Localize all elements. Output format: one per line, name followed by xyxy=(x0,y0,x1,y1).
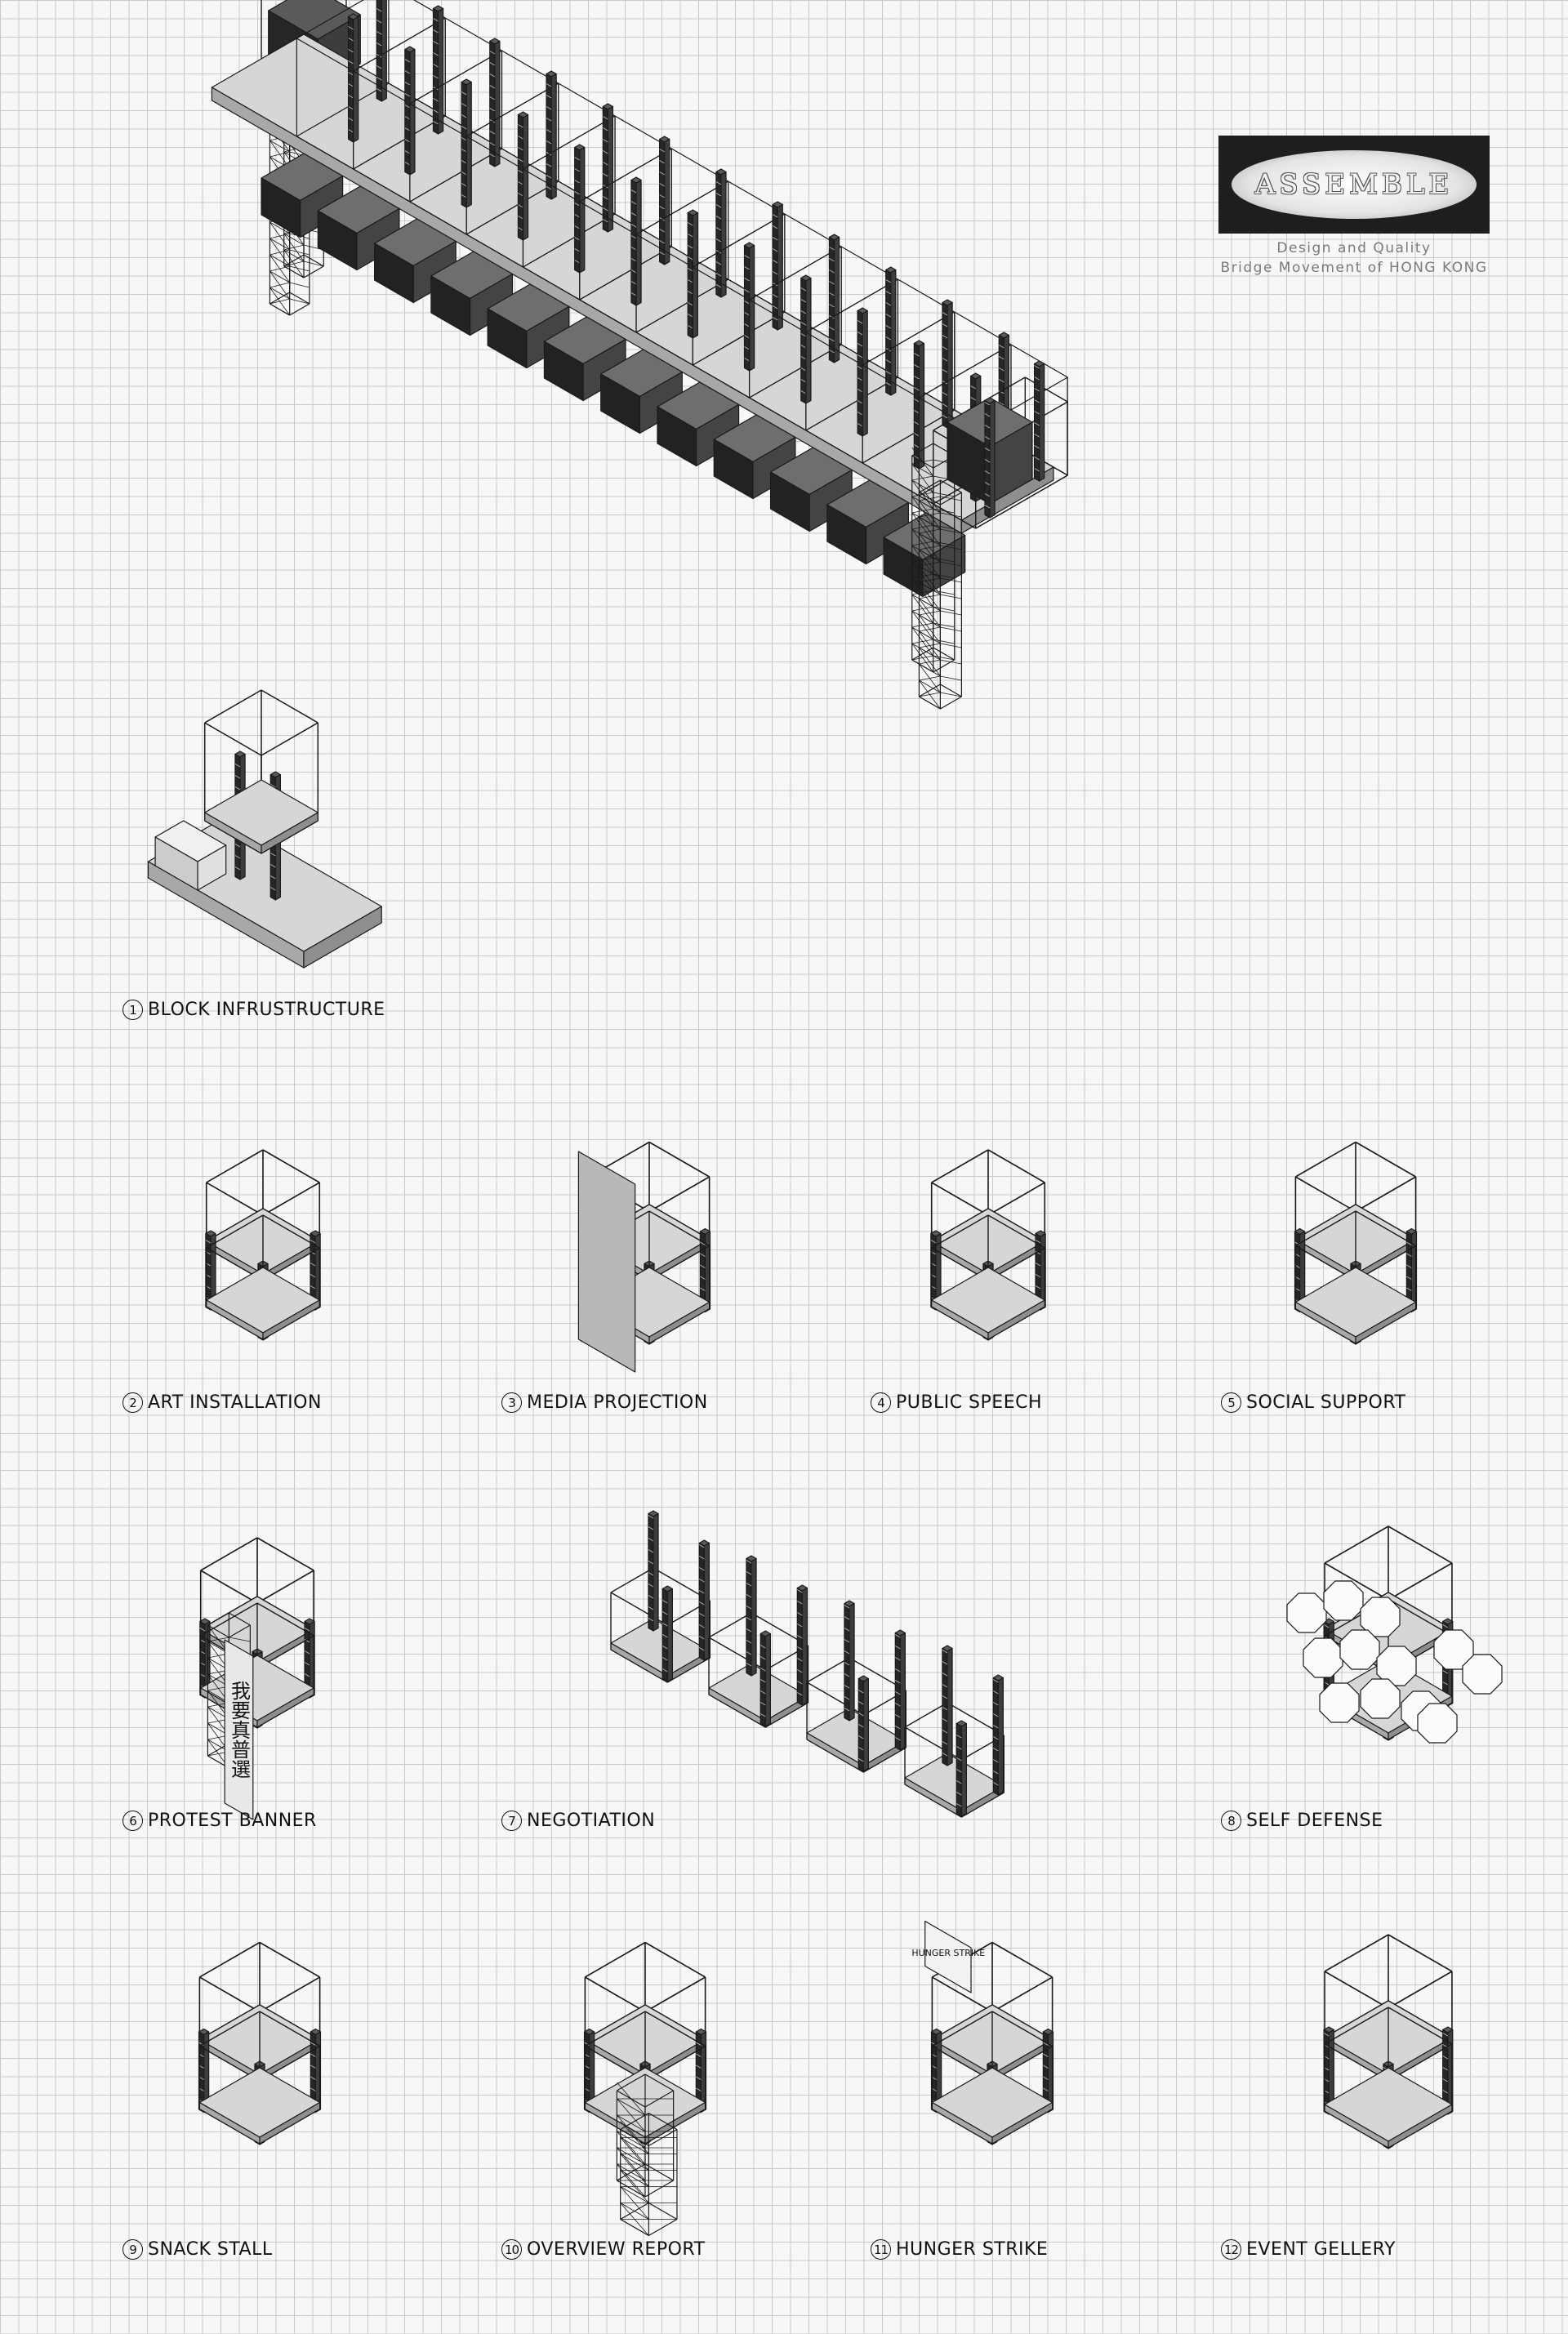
module-number-7: 7 xyxy=(501,1811,522,1831)
module-number-11: 11 xyxy=(871,2239,891,2260)
module-number-8: 8 xyxy=(1221,1811,1241,1831)
umbrella-11 xyxy=(1462,1654,1503,1695)
module-label-1: BLOCK INFRUSTRUCTURE xyxy=(148,1000,385,1020)
logo-wordmark: ASSEMBLE xyxy=(1254,168,1454,201)
umbrella-4 xyxy=(1303,1637,1343,1678)
module-9-snack-stall xyxy=(198,1941,322,2145)
umbrella-1 xyxy=(1286,1592,1327,1633)
module-11-hunger-strike xyxy=(930,1941,1054,2145)
bridge-assembly xyxy=(211,0,1068,710)
module-label-2: ART INSTALLATION xyxy=(148,1392,322,1413)
module-number-10: 10 xyxy=(501,2239,522,2260)
module-10-overview-report xyxy=(583,1941,707,2145)
umbrella-7 xyxy=(1319,1682,1360,1723)
module-label-12: EVENT GELLERY xyxy=(1246,2239,1396,2260)
module-5-social-support xyxy=(1294,1141,1418,1345)
umbrella-10 xyxy=(1433,1629,1474,1670)
module-7-negotiation xyxy=(610,1510,1004,1818)
self-defense-umbrellas xyxy=(1286,1580,1503,1744)
module-label-3: MEDIA PROJECTION xyxy=(527,1392,708,1413)
assemble-logo: ASSEMBLE xyxy=(1218,136,1490,234)
module-label-6: PROTEST BANNER xyxy=(148,1811,317,1831)
umbrella-6 xyxy=(1376,1646,1417,1686)
module-6-protest-banner xyxy=(199,1537,315,1729)
module-label-9: SNACK STALL xyxy=(148,2239,273,2260)
umbrella-5 xyxy=(1339,1629,1380,1670)
umbrella-2 xyxy=(1323,1580,1364,1621)
module-number-9: 9 xyxy=(122,2239,143,2260)
module-label-4: PUBLIC SPEECH xyxy=(896,1392,1042,1413)
hunger-strike-placard: HUNGER STRIKE xyxy=(911,1920,985,1993)
module-number-5: 5 xyxy=(1221,1392,1241,1413)
module-number-3: 3 xyxy=(501,1392,522,1413)
logo-subtitle-line1: Design and Quality xyxy=(1276,240,1432,256)
logo-ellipse xyxy=(1232,150,1477,219)
module-1-block-infrastructure xyxy=(147,689,382,969)
protest-banner-text: 我要真普選 xyxy=(227,1681,250,1779)
module-12-event-gallery xyxy=(1323,1934,1454,2149)
module-label-11: HUNGER STRIKE xyxy=(896,2239,1049,2260)
media-projection-screen xyxy=(577,1151,636,1373)
logo-subtitle-line2: Bridge Movement of HONG KONG xyxy=(1220,260,1488,276)
protest-banner: 我要真普選 xyxy=(207,1612,254,1820)
overview-report-tower xyxy=(616,2073,678,2237)
module-4-public-speech xyxy=(930,1149,1046,1341)
module-label-8: SELF DEFENSE xyxy=(1246,1811,1383,1831)
umbrella-12 xyxy=(1417,1703,1458,1744)
module-number-1: 1 xyxy=(122,1000,143,1020)
hunger-strike-placard-text: HUNGER STRIKE xyxy=(911,1948,985,1958)
module-label-7: NEGOTIATION xyxy=(527,1811,656,1831)
module-number-6: 6 xyxy=(122,1811,143,1831)
module-number-12: 12 xyxy=(1221,2239,1241,2260)
module-number-2: 2 xyxy=(122,1392,143,1413)
umbrella-3 xyxy=(1360,1597,1401,1637)
module-number-4: 4 xyxy=(871,1392,891,1413)
module-label-5: SOCIAL SUPPORT xyxy=(1246,1392,1406,1413)
module-2-art-installation xyxy=(205,1149,321,1341)
module-label-10: OVERVIEW REPORT xyxy=(527,2239,706,2260)
umbrella-8 xyxy=(1360,1678,1401,1719)
